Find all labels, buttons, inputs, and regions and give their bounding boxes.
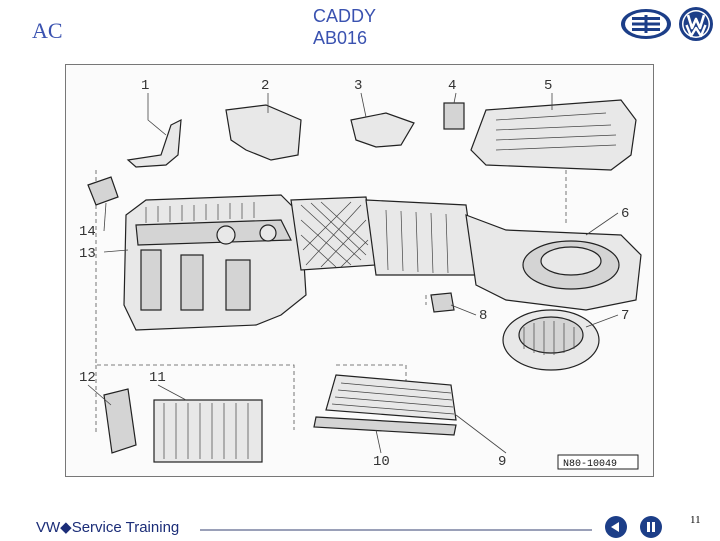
- callout-6: 6: [621, 206, 629, 222]
- drawing-code: N80-10049: [563, 459, 617, 470]
- callout-13: 13: [79, 246, 96, 262]
- pause-icon: [647, 522, 655, 532]
- callout-4: 4: [448, 78, 456, 94]
- callout-5: 5: [544, 78, 552, 94]
- previous-slide-button[interactable]: [605, 516, 627, 538]
- footer-brand-text: VW◆Service Training: [36, 519, 180, 536]
- callout-10: 10: [373, 454, 390, 470]
- footer-divider: [200, 529, 592, 531]
- callout-9: 9: [498, 454, 506, 470]
- callout-7: 7: [621, 308, 629, 324]
- section-label: AC: [32, 18, 63, 43]
- hvac-unit-drawing: 1 2 3 4 5 6 7 8 9 10 11 12 13 14 N80-100…: [79, 78, 642, 470]
- callout-12: 12: [79, 370, 96, 386]
- page-number: 11: [690, 514, 701, 526]
- slide-title-code: AB016: [313, 28, 368, 48]
- callout-8: 8: [479, 308, 487, 324]
- callout-11: 11: [149, 370, 166, 386]
- triangle-left-icon: [611, 522, 619, 532]
- pause-slideshow-button[interactable]: [640, 516, 662, 538]
- slide-title-model: CADDY: [313, 6, 377, 26]
- faw-logo-icon: [621, 9, 671, 39]
- vw-logo-icon: [679, 7, 713, 41]
- callout-1: 1: [141, 78, 149, 94]
- callout-2: 2: [261, 78, 269, 94]
- callout-14: 14: [79, 224, 96, 240]
- exploded-view-figure: 1 2 3 4 5 6 7 8 9 10 11 12 13 14 N80-100…: [65, 64, 654, 477]
- callout-3: 3: [354, 78, 362, 94]
